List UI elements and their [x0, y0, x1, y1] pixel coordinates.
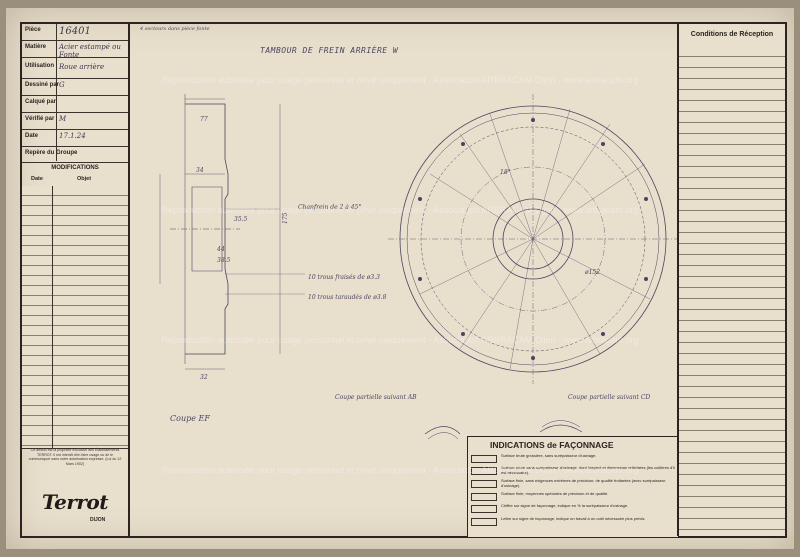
section-label: Coupe EF	[170, 414, 210, 423]
title-block: Pièce 16401 Matière Acier estampé ou Fon…	[22, 24, 130, 536]
dim-label: 32	[200, 374, 208, 381]
brand-city: DIJON	[90, 517, 106, 523]
tb-row-dessine: Dessiné par G	[22, 79, 128, 96]
tb-row-utilisation: Utilisation Roue arrière	[22, 58, 128, 79]
conditions-title: Conditions de Réception	[679, 24, 785, 48]
legend-row: Surface brute grossière, sans surépaisse…	[471, 453, 675, 465]
tb-value: Roue arrière	[59, 63, 105, 71]
tb-row-repere: Repère du Groupe	[22, 147, 128, 161]
dim-label: 175	[282, 212, 289, 224]
tb-row-calque: Calqué par	[22, 96, 128, 113]
tb-row-matiere: Matière Acier estampé ou Fonte	[22, 41, 128, 59]
legend-row: Chiffre sur signe de façonnage, indique …	[471, 503, 675, 515]
conditions-block: Conditions de Réception	[677, 24, 785, 536]
dim-label: 44	[217, 246, 225, 253]
annotation-holes-tapped: 10 trous taraudés de ø3.8	[308, 294, 387, 301]
section-profile	[185, 103, 229, 355]
legend-row: Surface finie, sans exigences extrêmes d…	[471, 478, 675, 490]
legend-text: Surface brute grossière, sans surépaisse…	[501, 453, 597, 458]
tb-row-verifie: Vérifié par M	[22, 113, 128, 130]
dim-label: 77	[200, 116, 208, 123]
tb-value: 16401	[59, 26, 91, 37]
tb-label: Dessiné par	[25, 82, 60, 88]
modifications-header: MODIFICATIONS Date Objet	[22, 162, 128, 188]
dim-label: 38.5	[217, 257, 231, 264]
legend-text: Surface brute sans surépaisseur d'usinag…	[501, 465, 675, 475]
title-block-divider	[56, 24, 57, 161]
tb-value: M	[59, 115, 67, 123]
legend-text: Chiffre sur signe de façonnage, indique …	[501, 503, 629, 508]
annotation-chamfer: Chanfrein de 2 à 45°	[298, 204, 362, 211]
modifications-date-col: Date	[31, 176, 43, 182]
drawing-area: 4 secteurs dans pièce fonte TAMBOUR DE F…	[130, 24, 678, 537]
section-inner	[191, 186, 223, 272]
radial-lines	[419, 108, 651, 370]
dim-label: 34	[196, 167, 204, 174]
legend-symbol	[471, 505, 497, 513]
legend-symbol	[471, 467, 497, 475]
legend-title: INDICATIONS de FAÇONNAGE	[490, 440, 614, 450]
tb-label: Repère du Groupe	[25, 150, 78, 156]
modifications-divider	[52, 186, 53, 448]
partial-section-ab	[424, 426, 461, 435]
terrot-logo: Terrot	[42, 490, 108, 514]
modifications-object-col: Objet	[77, 176, 92, 182]
drawing-sheet: Pièce 16401 Matière Acier estampé ou Fon…	[6, 8, 794, 549]
modifications-title: MODIFICATIONS	[51, 165, 99, 171]
top-note: 4 secteurs dans pièce fonte	[140, 26, 210, 32]
annotation-holes-reamed: 10 trous fraisés de ø3.3	[308, 274, 380, 281]
partial-section-cd	[539, 424, 583, 433]
legend-row: Surface brute sans surépaisseur d'usinag…	[471, 465, 675, 477]
ownership-notice: Ce dessin est la propriété exclusive des…	[28, 448, 122, 466]
legend-row: Lettre sur signe de façonnage, indique u…	[471, 516, 675, 528]
legend-symbol	[471, 493, 497, 501]
tb-row-date: Date 17.1.24	[22, 130, 128, 147]
dim-label: ø152	[585, 269, 601, 276]
tb-value: 17.1.24	[59, 132, 86, 140]
annotation-section-ab: Coupe partielle suivant AB	[335, 394, 417, 401]
tb-label: Date	[25, 133, 39, 139]
legend-symbol	[471, 455, 497, 463]
tb-value: Acier estampé ou Fonte	[59, 43, 121, 59]
tb-label: Calqué par	[25, 99, 57, 105]
legend-symbol	[471, 480, 497, 488]
bolt-holes	[418, 118, 648, 360]
dim-label: 18°	[500, 169, 511, 176]
legend-symbol	[471, 518, 497, 526]
tb-label: Pièce	[25, 27, 41, 33]
machining-legend: INDICATIONS de FAÇONNAGE Surface brute g…	[467, 436, 678, 537]
tb-label: Utilisation	[25, 63, 55, 69]
modifications-lines	[22, 186, 128, 448]
legend-text: Surface finie, sans exigences extrêmes d…	[501, 478, 666, 488]
sheet-frame: Pièce 16401 Matière Acier estampé ou Fon…	[20, 22, 787, 538]
tb-label: Vérifié par	[25, 116, 55, 122]
title-block-rule	[22, 448, 128, 449]
tb-value: G	[59, 81, 65, 89]
technical-drawing	[159, 94, 677, 440]
drawing-title: TAMBOUR DE FREIN ARRIÈRE W	[260, 46, 399, 55]
tb-row-piece: Pièce 16401	[22, 24, 128, 41]
annotation-section-cd: Coupe partielle suivant CD	[568, 394, 651, 401]
dim-label: 35.5	[234, 216, 248, 223]
tb-label: Matière	[25, 44, 47, 50]
legend-text: Surface finie, moyennes spéciales de pré…	[501, 491, 609, 496]
legend-text: Lettre sur signe de façonnage, indique u…	[501, 516, 646, 521]
legend-row: Surface finie, moyennes spéciales de pré…	[471, 491, 675, 503]
